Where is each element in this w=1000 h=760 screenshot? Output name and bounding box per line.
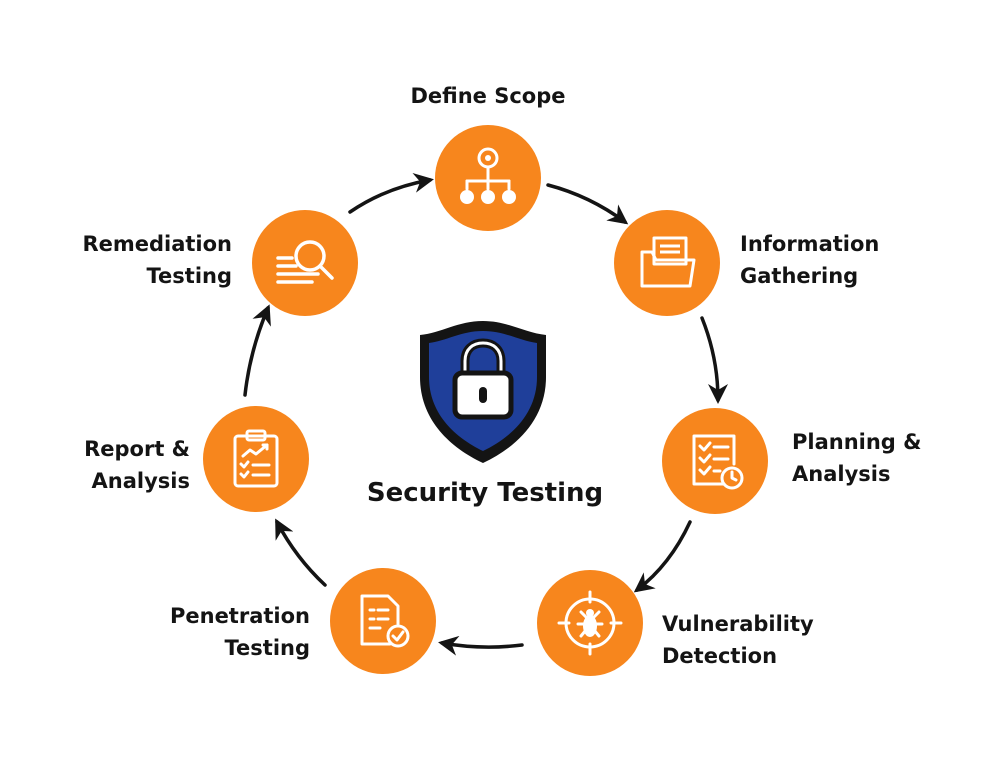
checklist-clock-icon xyxy=(692,434,744,490)
arrow-information-to-planning xyxy=(700,316,728,404)
folder-documents-icon xyxy=(640,236,696,288)
arrow-vulnerability-to-penetration xyxy=(438,635,524,656)
magnifier-icon xyxy=(276,240,334,284)
label-penetration-testing: Penetration Testing xyxy=(169,604,310,660)
arrow-scope-to-information xyxy=(546,183,629,225)
arrow-report-to-remediation xyxy=(243,304,271,397)
arrow-penetration-to-report xyxy=(275,518,327,587)
lightbulb-hierarchy-icon xyxy=(460,147,516,204)
bug-target-icon xyxy=(557,590,623,656)
arrow-remediation-to-scope xyxy=(348,172,434,214)
label-report-analysis: Report & Analysis xyxy=(84,437,190,493)
node-remediation-testing xyxy=(252,210,358,316)
label-define-scope: Define Scope xyxy=(410,84,566,108)
document-check-icon xyxy=(360,594,410,648)
center-title: Security Testing xyxy=(366,478,604,508)
label-planning-analysis: Planning & Analysis xyxy=(792,430,922,486)
node-report-analysis xyxy=(203,406,309,512)
label-remediation-testing: Remediation Testing xyxy=(82,232,232,288)
clipboard-chart-icon xyxy=(233,429,279,488)
label-information-gathering: Information Gathering xyxy=(740,232,880,288)
label-vulnerability-detection: Vulnerability Detection xyxy=(662,612,814,668)
node-information-gathering xyxy=(614,210,720,316)
node-penetration-testing xyxy=(330,568,436,674)
node-planning-analysis xyxy=(662,408,768,514)
node-vulnerability-detection xyxy=(537,570,643,676)
arrow-planning-to-vulnerability xyxy=(633,520,692,593)
shield-lock-icon xyxy=(420,321,546,463)
node-define-scope xyxy=(435,125,541,231)
